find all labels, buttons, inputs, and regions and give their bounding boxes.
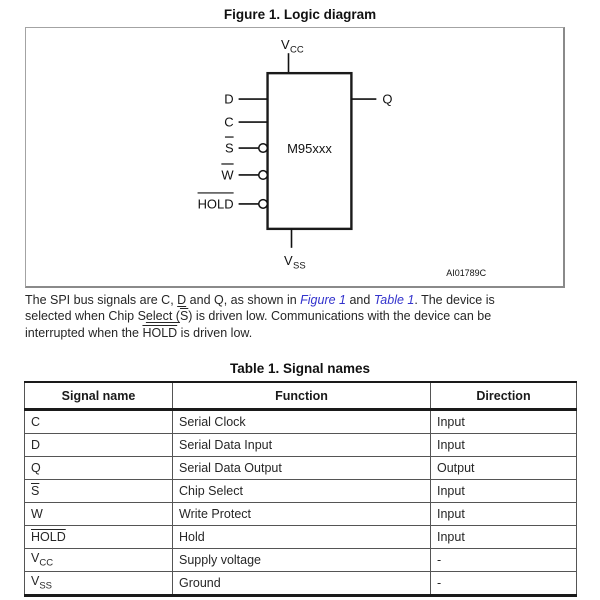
q-pin-label: Q xyxy=(382,92,392,107)
function-cell: Ground xyxy=(172,571,431,596)
function-cell: Hold xyxy=(172,525,431,549)
pin-label: HOLD xyxy=(198,196,234,211)
text-segment: . The device is xyxy=(414,293,495,307)
figure-code: AI01789C xyxy=(446,268,486,278)
function-cell: Supply voltage xyxy=(172,548,431,572)
direction-cell: - xyxy=(430,571,577,596)
pin-c: C xyxy=(224,115,268,130)
signal-cell: Q xyxy=(24,456,173,480)
table-title: Table 1. Signal names xyxy=(229,361,371,376)
pin-label: S xyxy=(225,141,234,156)
pin-label: D xyxy=(224,92,233,107)
text-segment: and Q, as shown in xyxy=(186,293,301,307)
direction-cell: Input xyxy=(430,525,577,549)
function-cell: Chip Select xyxy=(172,479,431,503)
chip-name-label: M95xxx xyxy=(287,141,332,156)
pin-label: C xyxy=(224,115,233,130)
figure-title: Figure 1. Logic diagram xyxy=(223,7,377,22)
pin-label: W xyxy=(221,167,234,182)
header-function: Function xyxy=(172,381,431,411)
signal-cell: D xyxy=(24,433,173,457)
pin-s: S xyxy=(225,136,269,156)
text-segment: ) is driven low. Communications with the… xyxy=(188,309,492,324)
vss-label-subscript: SS xyxy=(293,260,306,271)
header-signal-name: Signal name xyxy=(24,381,173,411)
header-direction: Direction xyxy=(430,381,577,411)
active-low-bubble xyxy=(258,198,269,209)
signal-cell: HOLD xyxy=(24,525,173,549)
text-segment: D xyxy=(177,293,187,307)
text-segment: elect ( xyxy=(145,309,180,324)
vcc-label-subscript: CC xyxy=(290,45,304,56)
text-segment: HOLD xyxy=(142,325,178,340)
table-1-link[interactable]: Table 1 xyxy=(373,293,415,307)
function-cell: Write Protect xyxy=(172,502,431,526)
function-cell: Serial Data Input xyxy=(172,433,431,457)
figure-1-link[interactable]: Figure 1 xyxy=(300,293,346,307)
direction-cell: Input xyxy=(430,433,577,457)
direction-cell: Input xyxy=(430,502,577,526)
chip-body xyxy=(266,71,353,231)
pin-hold: HOLD xyxy=(197,192,269,211)
text-segment: and xyxy=(346,293,374,307)
pin-w: W xyxy=(221,163,269,182)
table-header-row: Signal name Function Direction xyxy=(24,381,577,411)
vss-label: V xyxy=(284,253,293,268)
text-segment: interrupted when the xyxy=(25,325,143,340)
text-segment: selected when Chip S xyxy=(25,309,146,324)
signal-cell: VCC xyxy=(24,548,173,572)
text-segment: The SPI bus signals are C, xyxy=(25,293,178,307)
active-low-bubble xyxy=(258,169,269,181)
text-segment: S xyxy=(179,309,189,324)
body-paragraph: The SPI bus signals are C, D and Q, as s… xyxy=(25,292,577,341)
signal-cell: C xyxy=(24,409,173,434)
pin-d: D xyxy=(224,92,268,107)
signal-cell: S xyxy=(24,479,173,503)
function-cell: Serial Data Output xyxy=(172,456,431,480)
vcc-label: V xyxy=(281,37,290,52)
function-cell: Serial Clock xyxy=(172,409,431,434)
active-low-bubble xyxy=(258,142,269,154)
direction-cell: - xyxy=(430,548,577,572)
signal-cell: VSS xyxy=(24,571,173,596)
direction-cell: Input xyxy=(430,409,577,434)
text-segment: is driven low. xyxy=(177,325,253,340)
direction-cell: Input xyxy=(430,479,577,503)
direction-cell: Output xyxy=(430,456,577,480)
signal-cell: W xyxy=(24,502,173,526)
